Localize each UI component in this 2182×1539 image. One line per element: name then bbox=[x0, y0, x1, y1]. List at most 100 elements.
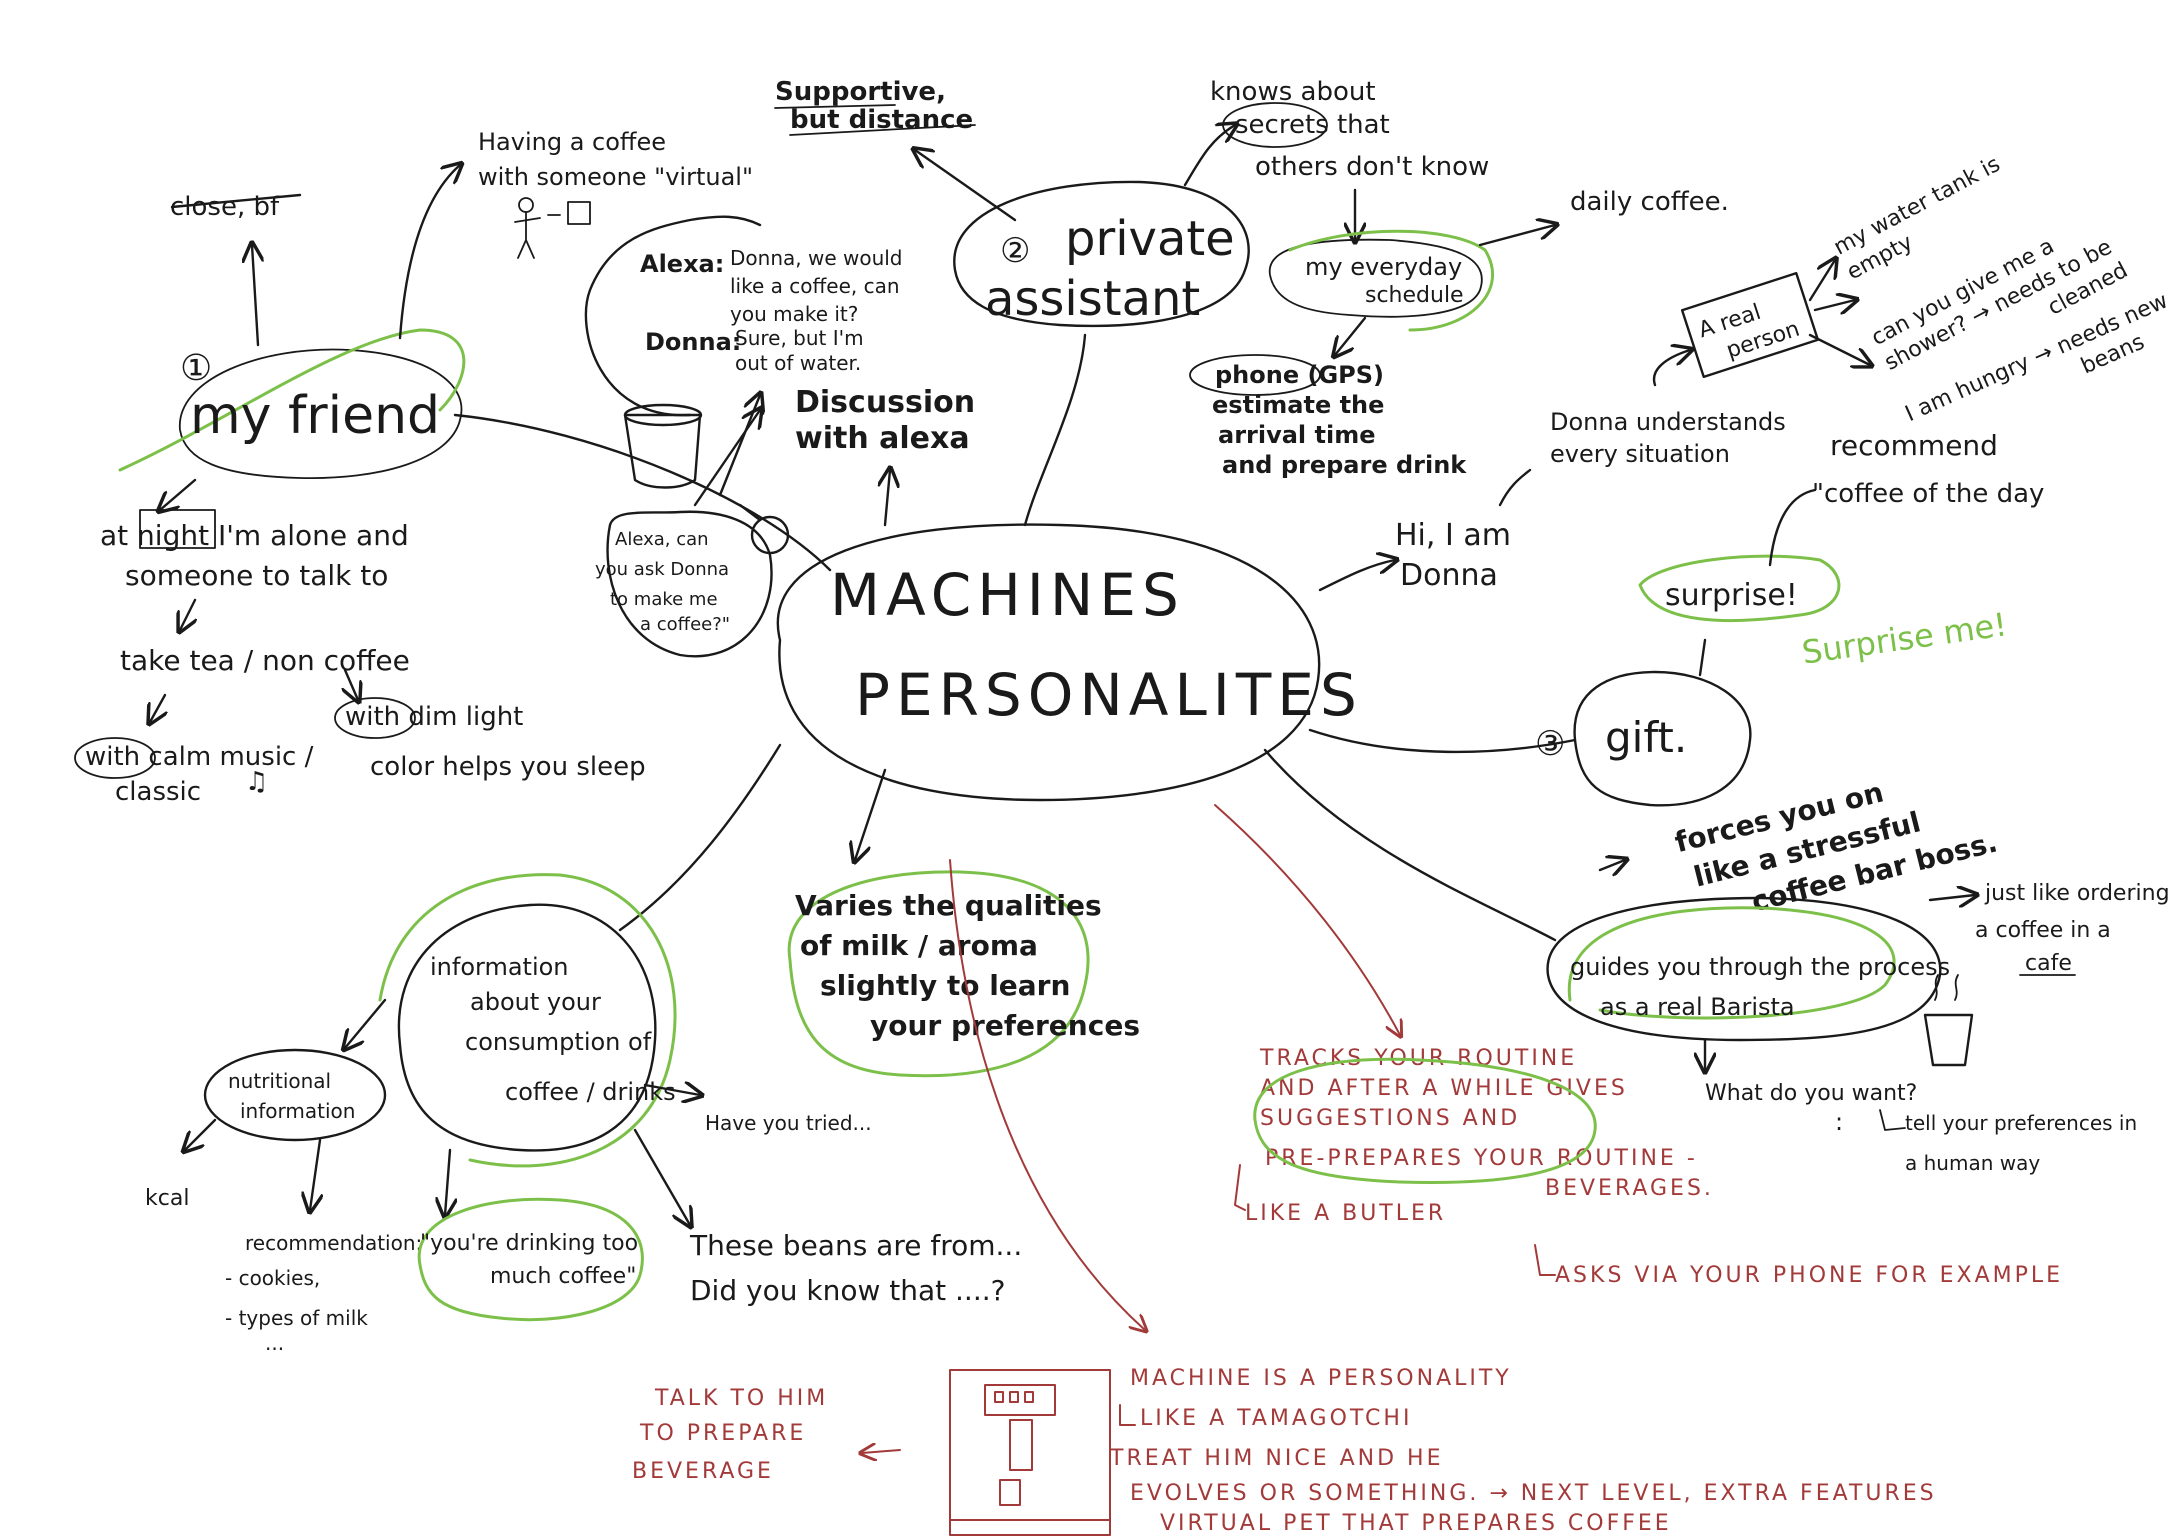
varies-line4: your preferences bbox=[870, 1009, 1140, 1042]
beans-line2: Did you know that ....? bbox=[690, 1274, 1005, 1307]
reco-line4: ... bbox=[265, 1331, 284, 1355]
center-node: MACHINES PERSONALITES bbox=[778, 525, 1363, 800]
coffee-cup-icon bbox=[1925, 975, 1972, 1065]
friend-number: ① bbox=[180, 348, 212, 389]
secrets-line3: others don't know bbox=[1255, 152, 1489, 182]
center-title-line1: MACHINES bbox=[830, 561, 1185, 629]
varies-line2: of milk / aroma bbox=[800, 929, 1038, 962]
info-title-4: coffee / drinks bbox=[505, 1078, 676, 1106]
schedule-line1: my everyday bbox=[1305, 253, 1462, 281]
understands-line1: Donna understands bbox=[1550, 408, 1786, 436]
assistant-title-1: private bbox=[1065, 211, 1235, 267]
donna-label: Donna: bbox=[645, 328, 741, 356]
ordering-line1: just like ordering bbox=[1984, 881, 2170, 906]
ask-line1: Alexa, can bbox=[615, 529, 709, 550]
tried-note: Have you tried... bbox=[705, 1111, 872, 1135]
ask-line2: you ask Donna bbox=[595, 559, 729, 580]
varies-line3: slightly to learn bbox=[820, 969, 1070, 1002]
phone-line4: and prepare drink bbox=[1222, 451, 1467, 479]
schedule-line2: schedule bbox=[1365, 283, 1464, 308]
machine-line1: MACHINE IS A PERSONALITY bbox=[1130, 1366, 1512, 1391]
want-note: What do you want? bbox=[1705, 1081, 1917, 1106]
reco-line3: - types of milk bbox=[225, 1306, 368, 1330]
discussion-line2: with alexa bbox=[795, 421, 970, 456]
ordering-line3: cafe bbox=[2025, 951, 2072, 976]
alexa-text-1: Donna, we would bbox=[730, 246, 903, 270]
gift-number: ③ bbox=[1535, 724, 1565, 764]
talk-line1: TALK TO HIM bbox=[654, 1386, 828, 1411]
kcal: kcal bbox=[145, 1186, 189, 1211]
coffee-machine-sketch-icon bbox=[950, 1370, 1110, 1535]
machine-line5: VIRTUAL PET THAT PREPARES COFFEE bbox=[1160, 1511, 1672, 1536]
drinking-line2: much coffee" bbox=[490, 1264, 636, 1289]
virtual-note-line2: with someone "virtual" bbox=[478, 163, 753, 191]
night-line1: at night I'm alone and bbox=[100, 519, 409, 552]
guides-line2: as a real Barista bbox=[1600, 993, 1795, 1021]
assistant-title-2: assistant bbox=[985, 271, 1200, 327]
donna-text-1: Sure, but I'm bbox=[735, 326, 864, 350]
red-arrow-routine bbox=[1215, 805, 1400, 1035]
music-line1: with calm music / bbox=[85, 742, 314, 772]
daily-coffee: daily coffee. bbox=[1570, 187, 1729, 217]
phone-note: ASKS VIA YOUR PHONE FOR EXAMPLE bbox=[1555, 1263, 2063, 1288]
alexa-text-3: you make it? bbox=[730, 302, 858, 326]
music-note-icon: ♫ bbox=[245, 767, 268, 797]
center-title-line2: PERSONALITES bbox=[855, 661, 1363, 729]
guides-line1: guides you through the process bbox=[1570, 953, 1950, 981]
connector-discussion bbox=[885, 470, 890, 525]
tell-line1: tell your preferences in bbox=[1905, 1111, 2137, 1135]
need-line1: my water tank is bbox=[1830, 152, 2005, 261]
nutrition-line2: information bbox=[240, 1099, 355, 1123]
tea-note: take tea / non coffee bbox=[120, 644, 410, 677]
nutrition-line1: nutritional bbox=[228, 1069, 331, 1093]
nutrition-oval bbox=[205, 1050, 385, 1140]
talk-line3: BEVERAGE bbox=[632, 1459, 774, 1484]
phone-line2: estimate the bbox=[1212, 391, 1384, 419]
branch-gift: ③ gift. surprise! Surprise me! recommend… bbox=[1535, 429, 2044, 805]
connector-hi bbox=[1320, 560, 1395, 590]
machine-line4: EVOLVES OR SOMETHING. → NEXT LEVEL, EXTR… bbox=[1130, 1481, 1937, 1506]
beans-line1: These beans are from... bbox=[689, 1229, 1022, 1262]
colon-mark: : bbox=[1835, 1108, 1843, 1136]
music-line2: classic bbox=[115, 777, 201, 807]
connector-barista bbox=[1265, 750, 1555, 940]
donna-text-2: out of water. bbox=[735, 351, 861, 375]
night-line2: someone to talk to bbox=[125, 559, 388, 592]
understands-line1b: every situation bbox=[1550, 440, 1730, 468]
surprise-me: Surprise me! bbox=[1800, 605, 2010, 671]
smart-speaker-icon bbox=[625, 405, 701, 488]
alexa-label: Alexa: bbox=[640, 250, 724, 278]
reco-line1: recommendation: bbox=[245, 1231, 422, 1255]
virtual-note-line1: Having a coffee bbox=[478, 128, 666, 156]
recommend-line1: recommend bbox=[1830, 429, 1998, 462]
close-note: close, bf bbox=[170, 192, 280, 222]
branch-donna: Hi, I am Donna Donna understands every s… bbox=[1395, 152, 2182, 593]
drinking-line1: "you're drinking too bbox=[420, 1231, 638, 1256]
supportive-line1: Supportive, bbox=[775, 77, 946, 107]
info-title-1: information bbox=[430, 953, 569, 981]
assistant-number: ② bbox=[1000, 231, 1030, 271]
routine-line2: AND AFTER A WHILE GIVES bbox=[1260, 1076, 1628, 1101]
routine-line5: BEVERAGES. bbox=[1545, 1176, 1714, 1201]
light-line2: color helps you sleep bbox=[370, 752, 646, 782]
routine-line4: PRE-PREPARES YOUR ROUTINE - bbox=[1265, 1146, 1698, 1171]
hi-line1: Hi, I am bbox=[1395, 518, 1511, 553]
info-title-2: about your bbox=[470, 988, 601, 1016]
alexa-text-2: like a coffee, can bbox=[730, 274, 900, 298]
light-line1: with dim light bbox=[345, 702, 523, 732]
tell-line2: a human way bbox=[1905, 1151, 2040, 1175]
phone-line1: phone (GPS) bbox=[1215, 361, 1384, 389]
friend-title: my friend bbox=[190, 386, 440, 446]
machine-line3: TREAT HIM NICE AND HE bbox=[1109, 1446, 1444, 1471]
branch-barista: forces you on like a stressful coffee ba… bbox=[1548, 752, 2170, 1175]
machine-line2: LIKE A TAMAGOTCHI bbox=[1140, 1406, 1412, 1431]
phone-line3: arrival time bbox=[1218, 421, 1376, 449]
recommend-line2: "coffee of the day bbox=[1812, 479, 2044, 509]
connector-varies bbox=[855, 770, 885, 860]
drinking-green-oval bbox=[419, 1199, 642, 1319]
connector-assistant bbox=[1025, 335, 1085, 525]
info-title-3: consumption of bbox=[465, 1028, 652, 1056]
ask-line4: a coffee?" bbox=[640, 614, 730, 635]
ask-line3: to make me bbox=[610, 589, 718, 610]
varies-line1: Varies the qualities bbox=[795, 889, 1102, 922]
